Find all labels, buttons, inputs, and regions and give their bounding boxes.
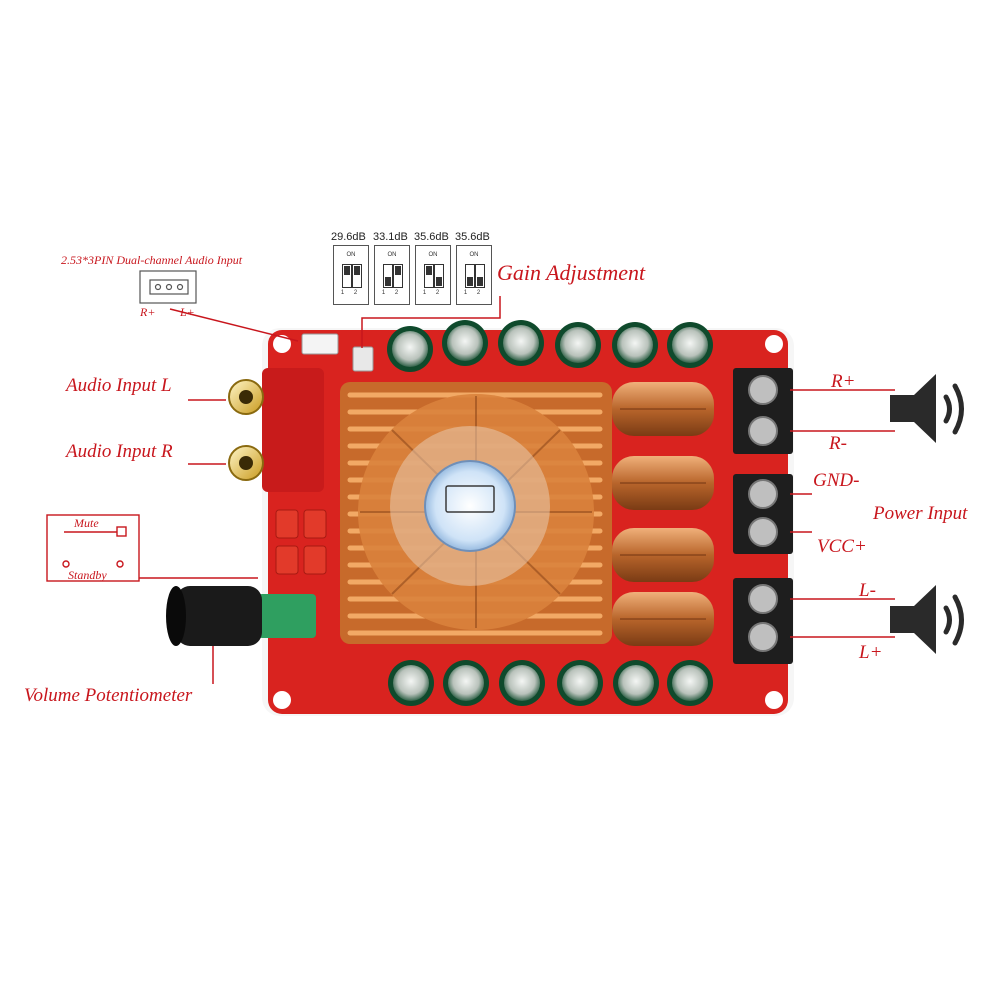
- mute-standby-diagram: [46, 514, 140, 582]
- dip-switch-diagram: ON 1 2: [333, 245, 369, 305]
- r-minus-label: R-: [829, 433, 847, 454]
- capacitor-row-top: [387, 320, 713, 372]
- mode-jumpers: [275, 509, 327, 575]
- pin-header-label: 2.53*3PIN Dual-channel Audio Input: [61, 253, 243, 267]
- speaker-icon: [890, 374, 964, 443]
- standby-label: Standby: [68, 568, 107, 582]
- rca-jacks: [228, 368, 324, 492]
- gain-setting-label: 35.6dB: [455, 231, 490, 243]
- power-input-label: Power Input: [873, 503, 968, 524]
- gain-setting-label: 35.6dB: [414, 231, 449, 243]
- volume-knob: [166, 586, 316, 646]
- r-plus-label: R+: [831, 371, 856, 392]
- gain-setting-label: 29.6dB: [331, 231, 366, 243]
- gain-dip-switch: [352, 346, 374, 372]
- inductors: [612, 382, 714, 646]
- capacitor-row-bottom: [388, 660, 713, 706]
- l-plus-label: L+: [859, 642, 883, 663]
- pin-r-label: R+: [140, 305, 156, 319]
- pin-header-diagram: [139, 270, 197, 304]
- mute-label: Mute: [74, 516, 99, 530]
- gain-setting-label: 33.1dB: [373, 231, 408, 243]
- dip-switch-diagram: ON 1 2: [415, 245, 451, 305]
- dip-switch-diagram: ON 1 2: [374, 245, 410, 305]
- terminal-blocks: [733, 368, 793, 664]
- pin-l-label: L+: [180, 305, 195, 319]
- pin-header-connector: [301, 333, 339, 355]
- volume-potentiometer-label: Volume Potentiometer: [24, 685, 193, 706]
- l-minus-label: L-: [859, 580, 876, 601]
- callout-lines: [139, 296, 895, 684]
- dip-switch-diagram: ON 1 2: [456, 245, 492, 305]
- gain-adjustment-label: Gain Adjustment: [497, 260, 646, 285]
- vcc-label: VCC+: [817, 536, 867, 557]
- speaker-icon: [890, 585, 964, 654]
- audio-input-r-label: Audio Input R: [66, 441, 173, 462]
- gnd-label: GND-: [813, 470, 860, 491]
- cooling-fan: [390, 426, 550, 586]
- audio-input-l-label: Audio Input L: [66, 375, 172, 396]
